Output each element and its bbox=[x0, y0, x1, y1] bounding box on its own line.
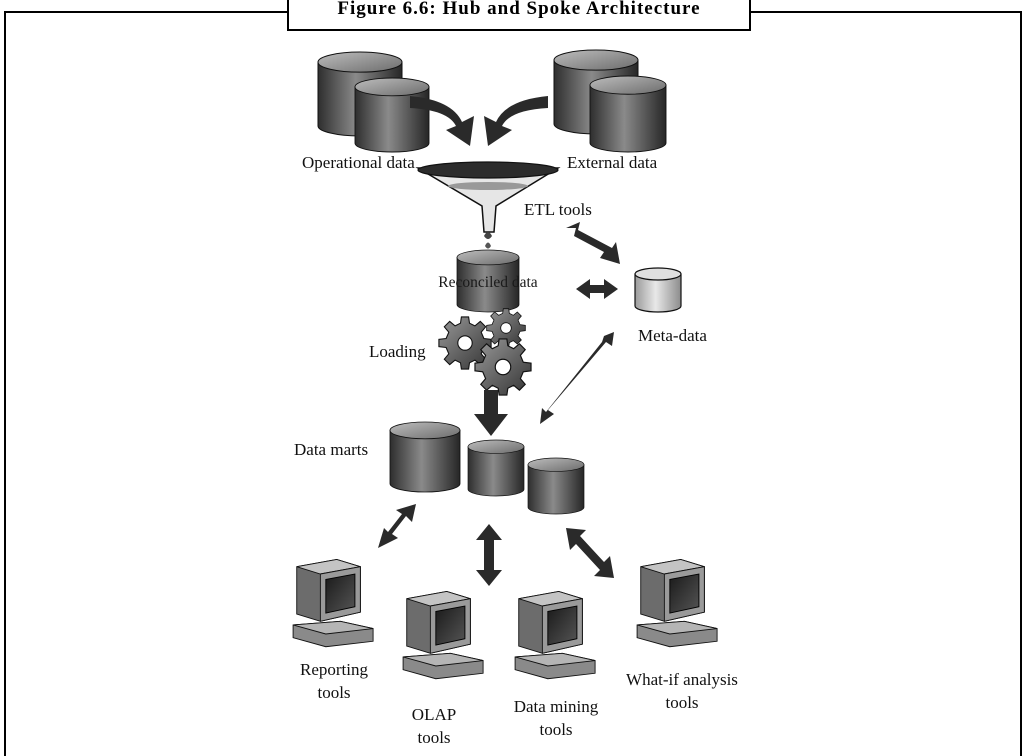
label-olap-line1: OLAP bbox=[412, 705, 456, 724]
label-olap-line2: tools bbox=[417, 728, 450, 747]
label-meta-data: Meta-data bbox=[638, 326, 707, 345]
label-whatif-line1: What-if analysis bbox=[626, 670, 738, 689]
data-mining-tools-monitor bbox=[514, 590, 596, 680]
arrows bbox=[378, 222, 620, 586]
label-etl-tools: ETL tools bbox=[524, 200, 592, 219]
figure-caption-box: Figure 6.6: Hub and Spoke Architecture bbox=[287, 0, 751, 31]
external-data-cylinders bbox=[553, 49, 667, 153]
olap-tools-monitor bbox=[402, 590, 484, 680]
whatif-tools-monitor bbox=[636, 558, 718, 648]
marts-olap-arrow bbox=[476, 524, 502, 586]
figure-caption: Figure 6.6: Hub and Spoke Architecture bbox=[337, 0, 701, 19]
label-operational-data: Operational data bbox=[302, 153, 415, 172]
data-marts-cylinders bbox=[389, 421, 585, 515]
marts-reporting-arrow bbox=[378, 504, 416, 548]
meta-data-cylinder bbox=[634, 267, 682, 313]
meta-marts-arrow bbox=[540, 332, 614, 424]
loading-marts-arrow bbox=[474, 390, 508, 436]
label-external-data: External data bbox=[567, 153, 658, 172]
etl-funnel bbox=[415, 161, 561, 249]
loading-gears bbox=[438, 308, 532, 396]
source-arrows bbox=[410, 96, 548, 146]
label-reconciled-data: Reconciled data bbox=[438, 274, 538, 291]
etl-meta-arrow bbox=[566, 222, 620, 264]
label-data-mining-line2: tools bbox=[539, 720, 572, 739]
label-data-mining-line1: Data mining bbox=[514, 697, 599, 716]
reporting-tools-monitor bbox=[292, 558, 374, 648]
label-reporting-line2: tools bbox=[317, 683, 350, 702]
marts-whatif-arrow bbox=[566, 528, 614, 578]
label-loading: Loading bbox=[369, 342, 426, 361]
label-reporting-line1: Reporting bbox=[300, 660, 368, 679]
label-whatif-line2: tools bbox=[665, 693, 698, 712]
label-data-marts: Data marts bbox=[294, 440, 368, 459]
reconciled-meta-arrow bbox=[576, 279, 618, 299]
